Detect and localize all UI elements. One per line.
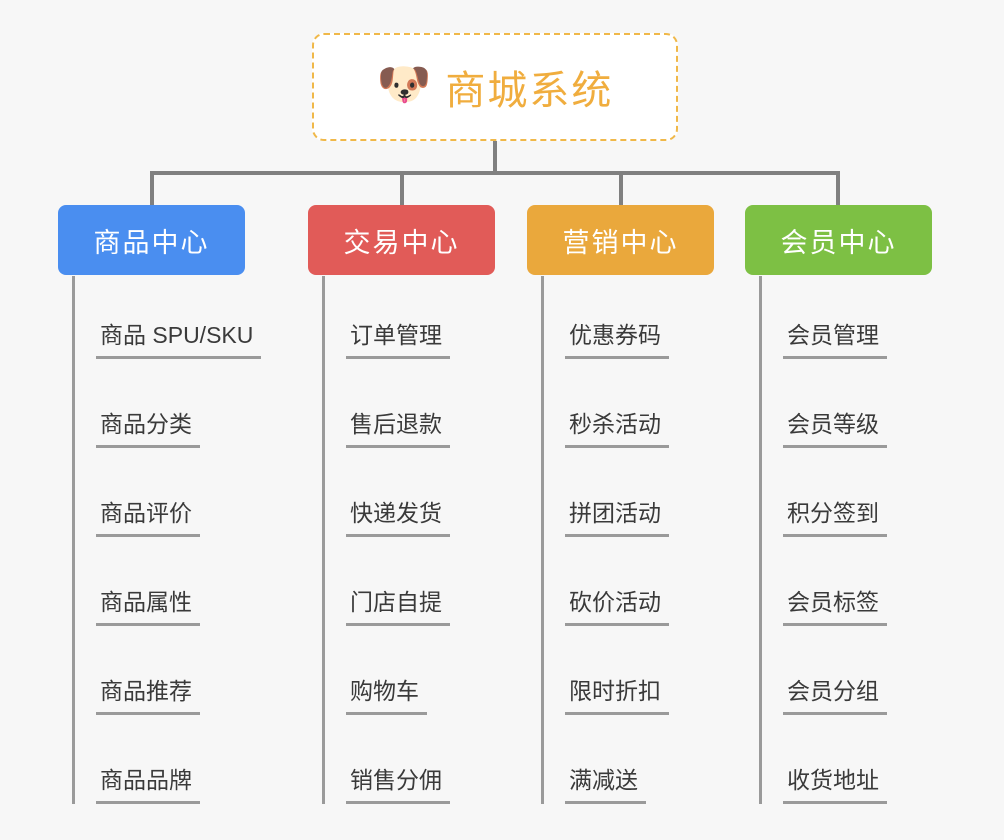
- leaf-item[interactable]: 订单管理: [322, 276, 450, 365]
- leaf-item[interactable]: 满减送: [541, 721, 669, 810]
- leaf-label: 商品推荐: [96, 672, 200, 715]
- leaf-item[interactable]: 砍价活动: [541, 543, 669, 632]
- leaf-label: 会员分组: [783, 672, 887, 715]
- root-connector-drop: [493, 141, 497, 173]
- category-box-member-center[interactable]: 会员中心: [745, 205, 932, 275]
- leaf-item[interactable]: 商品品牌: [72, 721, 261, 810]
- leaf-item[interactable]: 门店自提: [322, 543, 450, 632]
- root-node-label: 商城系统: [445, 69, 614, 113]
- leaf-item[interactable]: 拼团活动: [541, 454, 669, 543]
- leaf-item[interactable]: 商品属性: [72, 543, 261, 632]
- leaf-label: 订单管理: [346, 316, 450, 359]
- leaf-item[interactable]: 销售分佣: [322, 721, 450, 810]
- leaf-label: 砍价活动: [565, 583, 669, 626]
- branch-trunk: [759, 276, 762, 804]
- branch-product-center: 商品 SPU/SKU 商品分类 商品评价 商品属性 商品推荐 商品品牌: [72, 276, 262, 810]
- branch-trade-center: 订单管理 售后退款 快递发货 门店自提 购物车 销售分佣: [322, 276, 450, 810]
- branch-connector-trade-center: [400, 171, 404, 205]
- leaf-label: 优惠券码: [565, 316, 669, 359]
- branch-trunk: [541, 276, 544, 804]
- root-node-商城系统[interactable]: 🐶 商城系统: [312, 33, 678, 141]
- leaf-item[interactable]: 收货地址: [759, 721, 887, 810]
- leaf-item[interactable]: 商品推荐: [72, 632, 261, 721]
- category-label: 商品中心: [93, 227, 210, 258]
- dog-face-icon: 🐶: [376, 60, 432, 109]
- leaf-label: 会员等级: [783, 405, 887, 448]
- leaf-label: 会员标签: [783, 583, 887, 626]
- leaf-label: 快递发货: [346, 494, 450, 537]
- branch-trunk: [322, 276, 325, 804]
- leaf-label: 秒杀活动: [565, 405, 669, 448]
- leaf-label: 购物车: [346, 672, 427, 715]
- branch-connector-marketing-center: [619, 171, 623, 205]
- branch-connector-member-center: [836, 171, 840, 205]
- category-label: 营销中心: [562, 227, 679, 258]
- leaf-item[interactable]: 秒杀活动: [541, 365, 669, 454]
- category-box-marketing-center[interactable]: 营销中心: [527, 205, 714, 275]
- leaf-label: 商品品牌: [96, 761, 200, 804]
- category-box-product-center[interactable]: 商品中心: [58, 205, 245, 275]
- leaf-label: 拼团活动: [565, 494, 669, 537]
- branch-member-center: 会员管理 会员等级 积分签到 会员标签 会员分组 收货地址: [759, 276, 887, 810]
- leaf-item[interactable]: 商品 SPU/SKU: [72, 276, 262, 365]
- branch-marketing-center: 优惠券码 秒杀活动 拼团活动 砍价活动 限时折扣 满减送: [541, 276, 669, 810]
- connector-bus: [150, 171, 840, 175]
- leaf-item[interactable]: 会员分组: [759, 632, 887, 721]
- leaf-label: 售后退款: [346, 405, 450, 448]
- leaf-label: 满减送: [565, 761, 646, 804]
- leaf-label: 收货地址: [783, 761, 887, 804]
- branch-connector-product-center: [150, 171, 154, 205]
- leaf-label: 商品 SPU/SKU: [96, 316, 262, 359]
- leaf-item[interactable]: 优惠券码: [541, 276, 669, 365]
- category-label: 交易中心: [343, 227, 460, 258]
- leaf-label: 会员管理: [783, 316, 887, 359]
- category-box-trade-center[interactable]: 交易中心: [308, 205, 495, 275]
- branch-trunk: [72, 276, 75, 804]
- leaf-label: 销售分佣: [346, 761, 450, 804]
- leaf-item[interactable]: 会员标签: [759, 543, 887, 632]
- leaf-label: 限时折扣: [565, 672, 669, 715]
- leaf-item[interactable]: 商品评价: [72, 454, 261, 543]
- leaf-item[interactable]: 限时折扣: [541, 632, 669, 721]
- leaf-item[interactable]: 快递发货: [322, 454, 450, 543]
- leaf-label: 商品评价: [96, 494, 200, 537]
- leaf-item[interactable]: 会员等级: [759, 365, 887, 454]
- category-label: 会员中心: [780, 227, 897, 258]
- leaf-item[interactable]: 购物车: [322, 632, 450, 721]
- leaf-label: 商品属性: [96, 583, 200, 626]
- leaf-label: 商品分类: [96, 405, 200, 448]
- leaf-item[interactable]: 售后退款: [322, 365, 450, 454]
- leaf-item[interactable]: 会员管理: [759, 276, 887, 365]
- leaf-item[interactable]: 商品分类: [72, 365, 261, 454]
- leaf-item[interactable]: 积分签到: [759, 454, 887, 543]
- leaf-label: 积分签到: [783, 494, 887, 537]
- leaf-label: 门店自提: [346, 583, 450, 626]
